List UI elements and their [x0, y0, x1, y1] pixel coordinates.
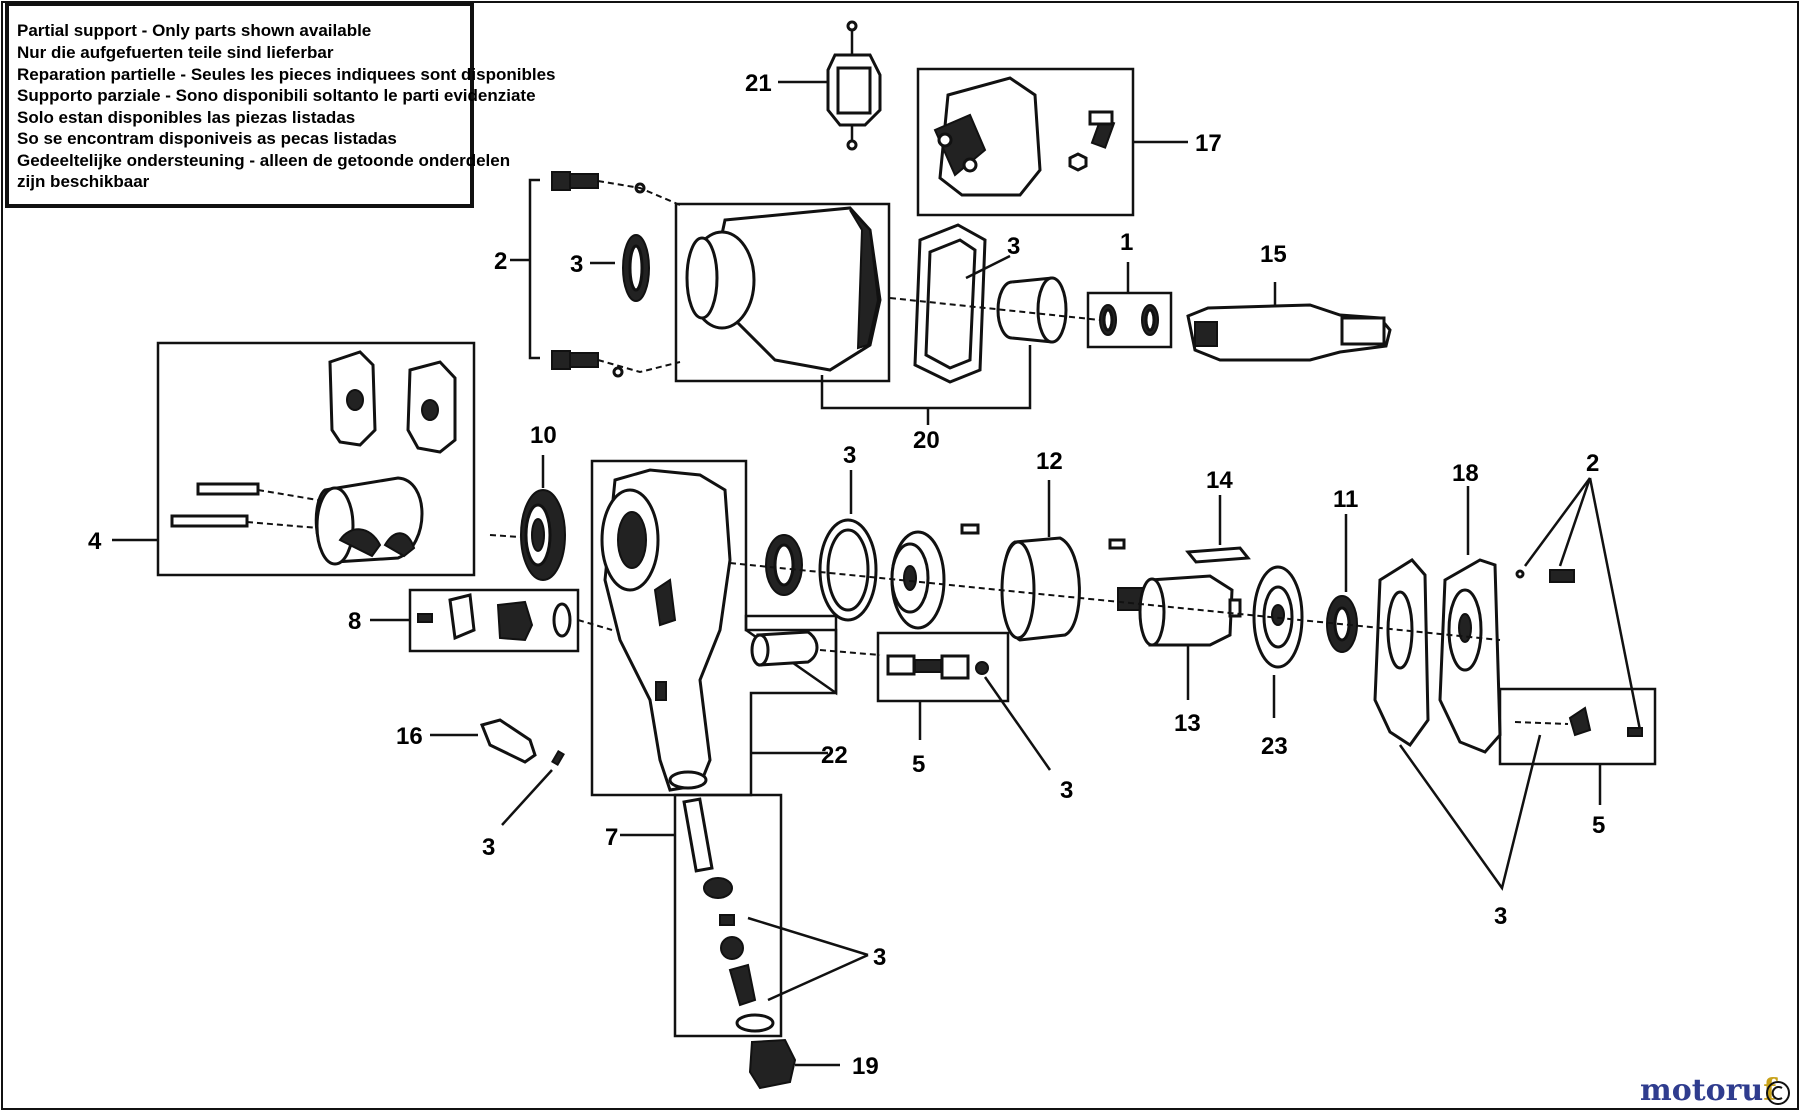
callout-7: 7 [605, 824, 618, 851]
part-14-blade [1185, 495, 1251, 564]
notice-line-6: So se encontram disponiveis as pecas lis… [17, 129, 397, 148]
callout-13: 13 [1174, 710, 1201, 737]
copyright-circle [1766, 1081, 1790, 1105]
part-3-ring-mid [818, 470, 878, 622]
leader-3-rear [1398, 734, 1542, 891]
callout-14: 14 [1206, 467, 1233, 494]
bushing-cylinder [996, 276, 1068, 344]
callout-21: 21 [745, 70, 772, 97]
callout-3-gasket-top: 3 [1007, 233, 1020, 260]
callout-5-center: 5 [912, 751, 925, 778]
callout-18: 18 [1452, 460, 1479, 487]
copyright-c-mark [1771, 1086, 1783, 1100]
notice-line-7: Gedeeltelijke ondersteuning - alleen de … [17, 151, 510, 170]
callout-19: 19 [852, 1053, 879, 1080]
callout-1: 1 [1120, 229, 1133, 256]
part-2-screws-right [1515, 477, 1642, 731]
callout-12: 12 [1036, 448, 1063, 475]
housing-bushing [744, 614, 881, 696]
notice-line-2: Nur die aufgefuerten teile sind lieferba… [17, 43, 334, 62]
part-5-valve-right [1498, 687, 1657, 805]
brand-part2: f [1763, 1073, 1778, 1108]
callout-3-rear: 3 [1494, 903, 1507, 930]
callout-3-seal-top: 3 [570, 251, 583, 278]
part-22-main-housing [590, 459, 838, 797]
part-13-rotor [1117, 574, 1242, 700]
part-18-back-cover [1438, 486, 1502, 754]
callout-10: 10 [530, 422, 557, 449]
svg-text:motoruf: motoruf [1640, 1073, 1778, 1108]
callout-20: 20 [913, 427, 940, 454]
part-3-seal-top [590, 234, 650, 302]
callout-3-trigger: 3 [482, 834, 495, 861]
end-plate-front [890, 530, 946, 630]
callout-4: 4 [88, 528, 102, 555]
motoruf-watermark: motoruf [1640, 1073, 1790, 1108]
callout-11: 11 [1333, 486, 1358, 513]
callout-15: 15 [1260, 241, 1287, 268]
part-3-gasket-rear [1373, 558, 1430, 748]
part-17-cover [916, 67, 1188, 217]
assembly-axis-line-top [889, 297, 1101, 321]
part-19-inlet-fitting [748, 1038, 840, 1090]
bracket-20 [820, 345, 1032, 410]
part-2-bolts-top [510, 171, 681, 378]
notice-box [5, 2, 474, 208]
notice-line-8: zijn beschikbaar [17, 172, 150, 191]
callout-22: 22 [821, 742, 848, 769]
part-23-end-plate [1252, 565, 1304, 718]
part-4-hammer-assembly [112, 341, 476, 577]
front-housing [674, 202, 891, 383]
part-8-valve-kit [370, 588, 613, 653]
callout-3-valve-center: 3 [1060, 777, 1073, 804]
part-21-gasket [778, 20, 882, 151]
notice-line-3: Reparation partielle - Seules les pieces… [17, 65, 556, 84]
callout-3-ring-mid: 3 [843, 442, 856, 469]
assembly-axis-line [729, 562, 1501, 641]
callout-5-right: 5 [1592, 812, 1605, 839]
part-3-seal-mid [765, 534, 803, 596]
part-1-rings [1086, 262, 1173, 349]
notice-line-5: Solo estan disponibles las piezas listad… [17, 108, 355, 127]
callout-16: 16 [396, 723, 423, 750]
part-3-gasket-mid [913, 223, 1011, 384]
callout-17: 17 [1195, 130, 1222, 157]
callout-8: 8 [348, 608, 361, 635]
part-11-bearing [1326, 514, 1358, 653]
callout-3-inlet: 3 [873, 944, 886, 971]
availability-notice: Partial support - Only parts shown avail… [5, 2, 556, 208]
part-7-inlet-kit [620, 793, 869, 1038]
notice-line-4: Supporto parziale - Sono disponibili sol… [17, 86, 536, 105]
part-15-anvil [1186, 282, 1392, 362]
notice-line-1: Partial support - Only parts shown avail… [17, 21, 371, 40]
callout-2-top: 2 [494, 248, 507, 275]
callout-23: 23 [1261, 733, 1288, 760]
brand-part1: motoru [1640, 1073, 1763, 1108]
part-10-bearing [489, 455, 566, 581]
part-16-trigger [430, 718, 565, 826]
callout-2-right: 2 [1586, 450, 1599, 477]
part-12-cylinder [960, 480, 1126, 642]
part-5-valve-center [876, 631, 1052, 771]
